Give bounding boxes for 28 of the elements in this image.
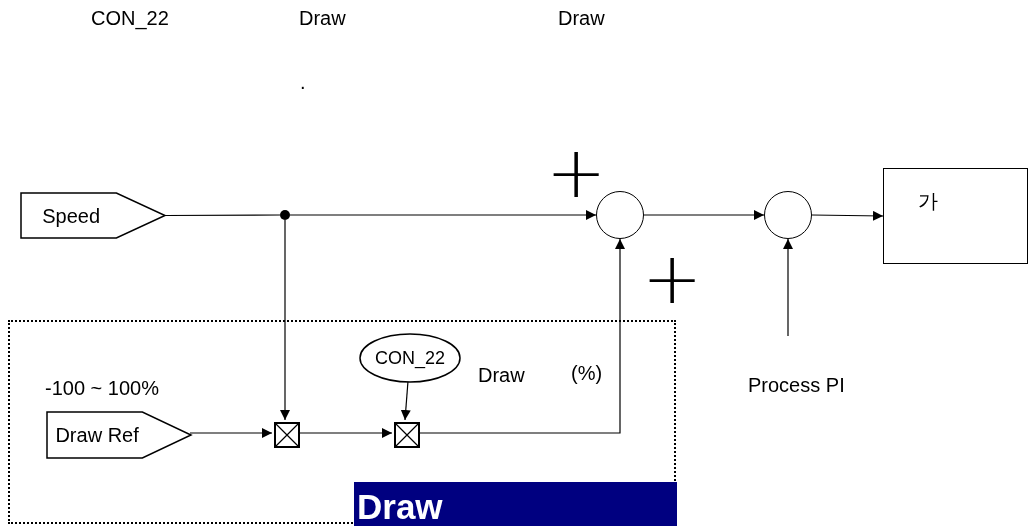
arrow	[417, 238, 625, 434]
arrow	[297, 428, 393, 438]
dot-text: .	[300, 72, 306, 92]
arrow	[289, 210, 597, 220]
arrow	[811, 210, 884, 221]
header-text: Draw	[558, 8, 605, 28]
header-text: Draw	[299, 8, 346, 28]
signal-label: Process PI	[748, 375, 845, 395]
arrow	[280, 219, 290, 421]
unit-label: (%)	[571, 363, 603, 383]
range-label: -100 ~ 100%	[45, 378, 159, 398]
arrow	[783, 238, 793, 337]
plus-sign: +	[546, 136, 607, 208]
banner-title: Draw	[357, 489, 443, 524]
parameter-label: CON_22	[374, 349, 446, 367]
arrow	[189, 428, 273, 438]
arrow	[400, 380, 411, 421]
plus-sign: +	[642, 242, 703, 314]
input-label: Draw Ref	[54, 425, 140, 445]
title-banner	[354, 482, 677, 526]
connector-line	[165, 214, 281, 217]
dotted-frame	[8, 320, 676, 524]
output-label: 가	[918, 191, 938, 211]
output-box	[883, 168, 1028, 264]
input-label: Speed	[41, 205, 101, 226]
arrow	[643, 210, 765, 220]
signal-label: Draw	[478, 365, 525, 385]
header-text: CON_22	[91, 8, 169, 28]
